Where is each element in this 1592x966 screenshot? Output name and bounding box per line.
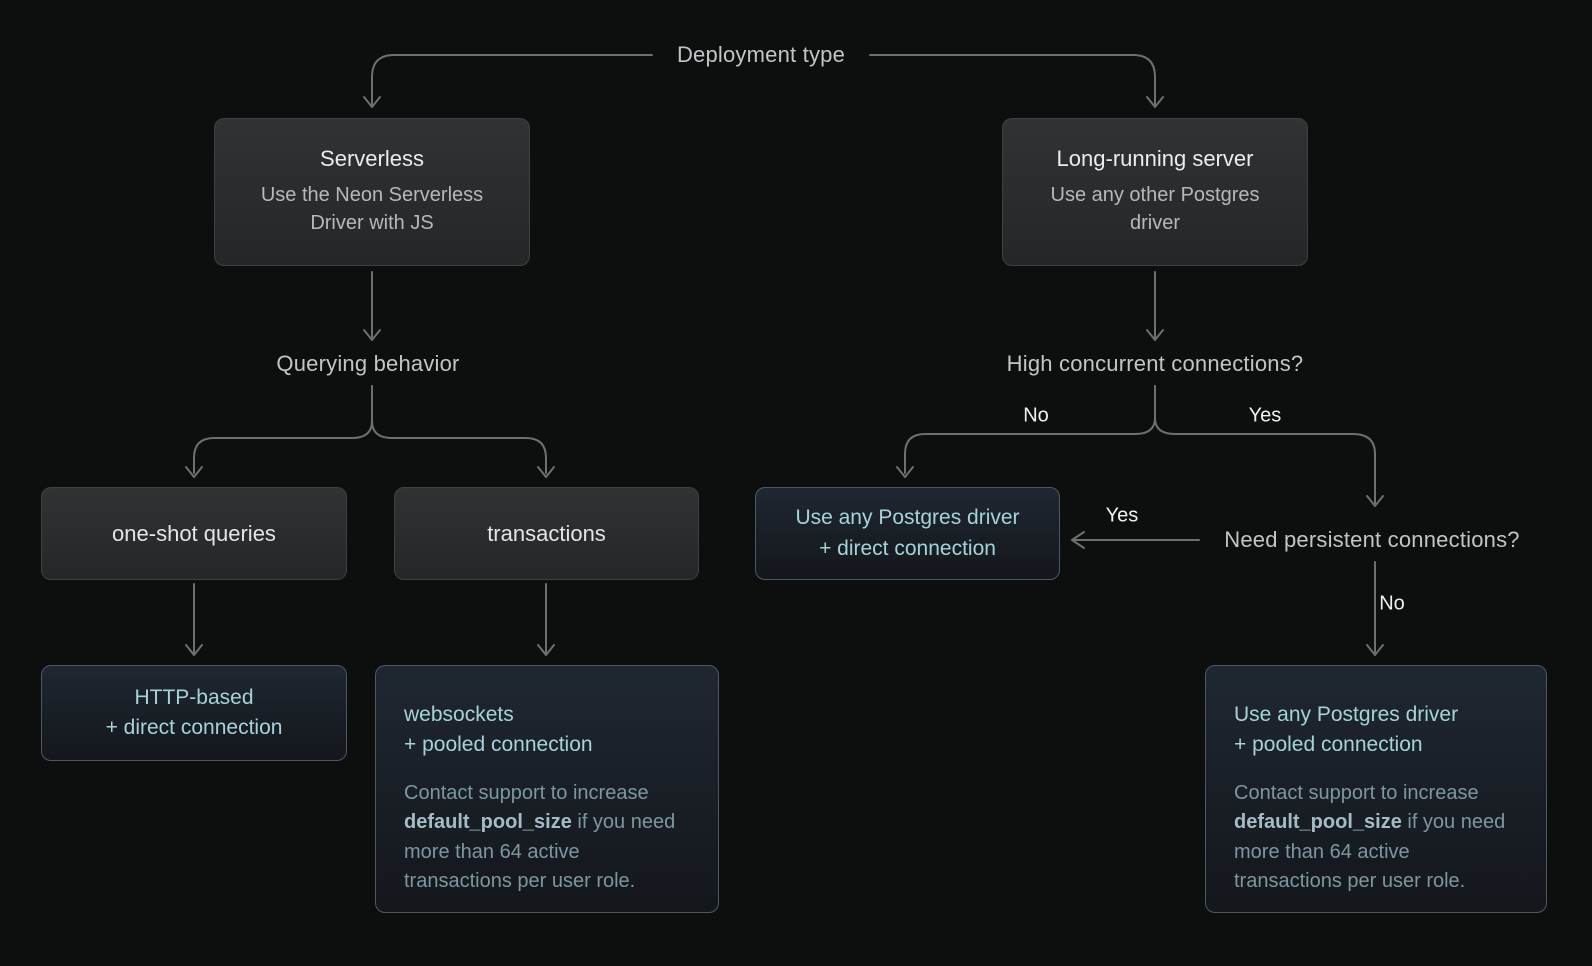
node-direct-connection-label: Use any Postgres driver + direct connect… <box>795 506 1020 560</box>
note-code-default-pool-size: default_pool_size <box>404 811 572 834</box>
connector-deployment-to-serverless <box>363 54 653 108</box>
connector-serverless-to-querying <box>363 271 381 341</box>
node-http-based-label: HTTP-based + direct connection <box>105 685 283 739</box>
connector-longrunning-to-highconcurrent <box>1146 271 1164 341</box>
node-serverless-title: Serverless <box>320 146 424 172</box>
note-text: Contact support to increase <box>1234 781 1479 804</box>
node-serverless-subtitle: Use the Neon Serverless Driver with JS <box>260 184 484 234</box>
label-querying-behavior: Querying behavior <box>276 351 460 376</box>
edge-label-no-need-persistent: No <box>1379 592 1405 615</box>
label-high-concurrent-connections: High concurrent connections? <box>1006 351 1304 376</box>
note-code-default-pool-size: default_pool_size <box>1234 811 1402 834</box>
node-postgres-pooled: Use any Postgres driver + pooled connect… <box>1205 665 1547 913</box>
node-long-running-server: Long-running server Use any other Postgr… <box>1002 118 1308 266</box>
connector-transactions-to-websockets <box>537 583 555 656</box>
node-long-running-server-subtitle: Use any other Postgres driver <box>1050 184 1260 234</box>
label-need-persistent-connections: Need persistent connections? <box>1224 527 1520 552</box>
edge-label-yes-high-concurrent: Yes <box>1248 404 1282 427</box>
node-one-shot-queries: one-shot queries <box>41 487 347 580</box>
node-transactions: transactions <box>394 487 699 580</box>
node-websockets-pooled-note: Contact support to increase default_pool… <box>404 779 690 897</box>
note-text: Contact support to increase <box>404 781 649 804</box>
connector-persistent-no-to-pooled <box>1366 561 1384 656</box>
connector-querying-to-oneshot <box>185 385 373 478</box>
node-postgres-pooled-note: Contact support to increase default_pool… <box>1234 779 1518 897</box>
node-serverless: Serverless Use the Neon Serverless Drive… <box>214 118 530 266</box>
node-long-running-server-title: Long-running server <box>1056 146 1254 172</box>
node-transactions-label: transactions <box>487 520 606 546</box>
connector-persistent-yes-to-direct <box>1071 531 1200 549</box>
node-websockets-pooled-label: websockets + pooled connection <box>404 703 593 757</box>
connector-highconcurrent-yes-to-persistent <box>1154 385 1384 507</box>
connector-deployment-to-longrunning <box>869 54 1164 108</box>
label-deployment-type: Deployment type <box>676 42 846 67</box>
node-direct-connection: Use any Postgres driver + direct connect… <box>755 487 1060 580</box>
note-text: if you need more than 64 active transact… <box>404 811 676 893</box>
node-postgres-pooled-label: Use any Postgres driver + pooled connect… <box>1234 703 1459 757</box>
node-websockets-pooled: websockets + pooled connection Contact s… <box>375 665 719 913</box>
node-one-shot-queries-label: one-shot queries <box>112 520 276 546</box>
connector-oneshot-to-http <box>185 583 203 656</box>
node-http-based: HTTP-based + direct connection <box>41 665 347 761</box>
connector-querying-to-transactions <box>371 385 555 478</box>
connector-highconcurrent-no-to-direct <box>896 385 1156 478</box>
note-text: if you need more than 64 active transact… <box>1234 811 1506 893</box>
edge-label-no-high-concurrent: No <box>1023 404 1049 427</box>
edge-label-yes-need-persistent: Yes <box>1105 504 1139 527</box>
